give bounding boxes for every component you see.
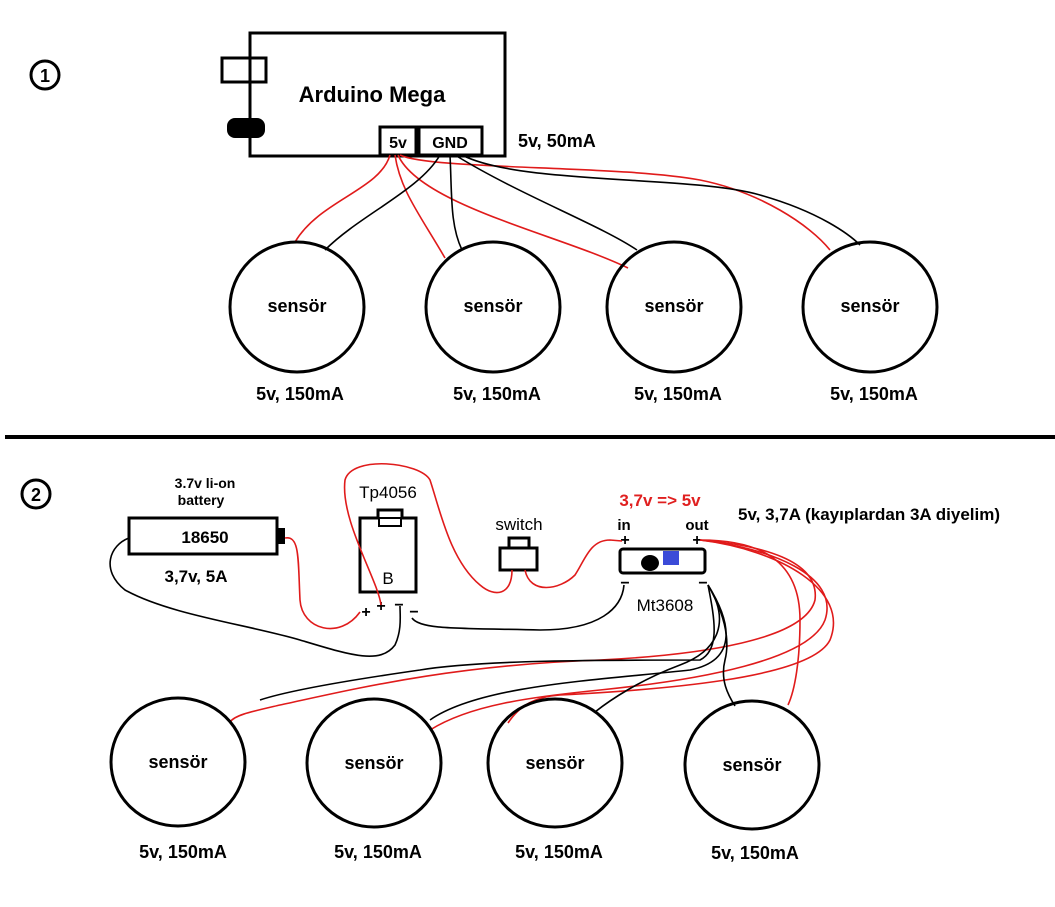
sensor-s2-1: sensör 5v, 150mA	[109, 696, 247, 862]
section-1-sensors: sensör 5v, 150mA sensör 5v, 150mA sensör…	[228, 240, 939, 404]
red-wire-battery-plus	[284, 537, 361, 630]
black-wire-boost-s3	[594, 584, 721, 713]
red-wire-switch-to-boost	[524, 539, 623, 589]
tp4056-usb	[378, 517, 402, 527]
switch-body	[498, 546, 539, 572]
mt3608-module: 3,7v => 5v 5v, 3,7A (kayıplardan 3A diye…	[617, 491, 1000, 615]
sensor-rating: 5v, 150mA	[139, 842, 227, 862]
red-wire-s1-2	[394, 154, 446, 259]
arduino-board: Arduino Mega 5v GND	[220, 31, 507, 158]
black-wire-boost-s1	[259, 584, 715, 701]
black-wire-s1-1	[324, 154, 441, 251]
sensor-rating: 5v, 150mA	[256, 384, 344, 404]
black-wire-tp-to-boost	[411, 584, 625, 631]
boost-plus-out: +	[692, 532, 701, 549]
tp4056-plus-1: +	[361, 604, 370, 621]
sensor-rating: 5v, 150mA	[830, 384, 918, 404]
sensor-s2-2: sensör 5v, 150mA	[305, 697, 443, 862]
boost-name: Mt3608	[637, 596, 694, 615]
battery-terminal	[277, 528, 285, 544]
boost-out-label: out	[685, 517, 708, 534]
tp4056-name: Tp4056	[359, 483, 417, 502]
sensor-s2-3: sensör 5v, 150mA	[486, 697, 624, 862]
section-1: 1 Arduino Mega 5v GND 5v, 50mA	[29, 31, 939, 404]
sensor-label: sensör	[644, 296, 703, 316]
sensor-rating: 5v, 150mA	[711, 843, 799, 863]
boost-body	[618, 547, 707, 575]
black-wire-boost-s4	[707, 584, 736, 707]
arduino-title: Arduino Mega	[299, 82, 446, 107]
tp4056-plus-2: +	[376, 598, 385, 615]
boost-minus-out: −	[698, 575, 707, 592]
arduino-rating: 5v, 50mA	[518, 131, 596, 151]
sensor-label: sensör	[722, 755, 781, 775]
arduino-outline	[248, 31, 507, 158]
section-2-sensors: sensör 5v, 150mA sensör 5v, 150mA sensör…	[109, 696, 821, 863]
switch: switch	[495, 515, 543, 572]
black-wire-s1-4	[461, 154, 861, 246]
red-wire-boost-s4	[699, 539, 801, 706]
sensor-label: sensör	[525, 753, 584, 773]
tp4056-minus-2: −	[409, 604, 418, 621]
sensor-rating: 5v, 150mA	[515, 842, 603, 862]
boost-potentiometer	[663, 551, 679, 565]
sensor-rating: 5v, 150mA	[453, 384, 541, 404]
red-wire-s1-4	[399, 154, 831, 251]
sensor-rating: 5v, 150mA	[334, 842, 422, 862]
section-1-wires	[294, 154, 861, 269]
sensor-s1-1: sensör 5v, 150mA	[228, 240, 366, 404]
section-2: 2 3.7v li-on battery 18650 3,7v, 5A Tp40…	[20, 462, 1000, 863]
sensor-label: sensör	[344, 753, 403, 773]
black-wire-battery-minus	[109, 537, 402, 657]
red-wire-tp-to-switch	[343, 462, 513, 606]
sensor-label: sensör	[463, 296, 522, 316]
battery-model: 18650	[181, 528, 228, 547]
pin-5v-label: 5v	[389, 135, 407, 152]
sensor-rating: 5v, 150mA	[634, 384, 722, 404]
sensor-s1-3: sensör 5v, 150mA	[605, 240, 743, 404]
boost-minus-in: −	[620, 575, 629, 592]
usb-port	[220, 56, 268, 84]
red-wire-boost-s3	[507, 539, 835, 724]
tp4056-minus-1: −	[394, 597, 403, 614]
boost-in-label: in	[617, 517, 630, 534]
pin-5v-box	[378, 125, 418, 157]
boost-plus-in: +	[620, 532, 629, 549]
red-wire-s1-1	[294, 154, 391, 243]
sensor-label: sensör	[840, 296, 899, 316]
power-jack	[227, 118, 265, 138]
sensor-s1-2: sensör 5v, 150mA	[424, 240, 562, 404]
battery-rating: 3,7v, 5A	[164, 567, 227, 586]
sensor-s2-4: sensör 5v, 150mA	[683, 699, 821, 863]
tp4056-module: Tp4056 B + + − −	[358, 483, 419, 621]
pin-gnd-label: GND	[432, 135, 468, 152]
section-2-badge	[20, 478, 52, 510]
boost-rating: 5v, 3,7A (kayıplardan 3A diyelim)	[738, 505, 1000, 524]
black-wire-s1-2	[449, 154, 463, 251]
sensor-label: sensör	[267, 296, 326, 316]
black-wire-s1-3	[454, 154, 638, 251]
section-2-number: 2	[31, 485, 41, 505]
sensor-s1-4: sensör 5v, 150mA	[801, 240, 939, 404]
battery-title-line1: 3.7v li-on	[175, 475, 236, 491]
boost-inductor	[641, 555, 659, 571]
red-wire-s1-3	[397, 154, 629, 269]
tp4056-b-label: B	[382, 569, 393, 588]
red-wire-boost-s2	[429, 539, 828, 731]
battery-title-line2: battery	[178, 492, 225, 508]
section-1-number: 1	[40, 66, 50, 86]
switch-label: switch	[495, 515, 542, 534]
red-wire-boost-s1	[229, 539, 816, 723]
section-1-badge	[29, 59, 61, 91]
boost-conversion: 3,7v => 5v	[619, 491, 701, 510]
sensor-label: sensör	[148, 752, 207, 772]
battery: 3.7v li-on battery 18650 3,7v, 5A	[127, 475, 285, 586]
section-2-wires	[109, 462, 835, 731]
